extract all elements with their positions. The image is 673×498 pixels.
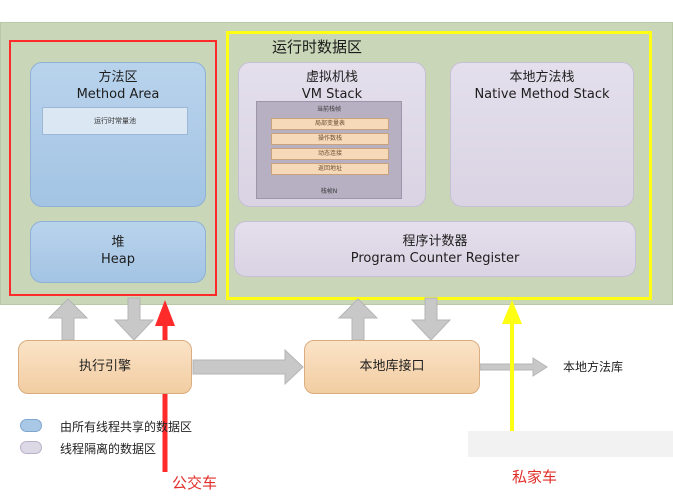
legend-shared-swatch — [20, 419, 42, 432]
heap-title-en: Heap — [101, 252, 135, 267]
frame-row-local-vars: 局部变量表 — [271, 118, 389, 130]
native-stack-title-cn: 本地方法栈 — [509, 70, 575, 85]
private-area-highlight — [226, 31, 652, 300]
up-arrow-icon — [337, 298, 379, 341]
native-method-stack: 本地方法栈 Native Method Stack — [450, 62, 634, 207]
shared-area-highlight — [9, 40, 217, 296]
method-area: 方法区 Method Area 运行时常量池 — [30, 62, 206, 207]
runtime-title: 运行时数据区 — [272, 38, 363, 56]
vm-stack-title-en: VM Stack — [301, 87, 363, 102]
runtime-constant-pool: 运行时常量池 — [42, 107, 188, 135]
up-arrow-icon — [47, 298, 89, 341]
current-frame-label: 当前栈帧 — [316, 106, 341, 113]
right-arrow-icon — [192, 348, 304, 386]
native-method-library: 本地方法库 — [563, 360, 624, 374]
down-arrow-icon — [410, 297, 452, 341]
frame-row-operand-stack: 操作数栈 — [271, 133, 389, 145]
frame-n-label: 栈帧N — [320, 188, 338, 195]
method-area-title-cn: 方法区 — [98, 70, 138, 85]
runtime-constant-pool-label: 运行时常量池 — [94, 117, 136, 125]
method-area-title-en: Method Area — [76, 87, 160, 102]
pc-title-en: Program Counter Register — [350, 251, 520, 266]
down-arrow-icon — [113, 297, 155, 341]
annotation-private-car: 私家车 — [512, 468, 558, 486]
execution-engine: 执行引擎 — [18, 340, 192, 394]
heap-title-cn: 堆 — [111, 235, 125, 250]
vm-stack-title-cn: 虚拟机栈 — [305, 70, 358, 85]
heap: 堆 Heap — [30, 221, 206, 283]
annotation-bus: 公交车 — [172, 474, 218, 492]
legend-isolated-label: 线程隔离的数据区 — [60, 442, 157, 456]
native-stack-title-en: Native Method Stack — [474, 87, 610, 102]
background-band — [468, 431, 673, 457]
frame-row-return-address: 返回地址 — [271, 163, 389, 175]
execution-engine-label: 执行引擎 — [78, 359, 131, 374]
program-counter-register: 程序计数器 Program Counter Register — [234, 221, 636, 277]
native-library-interface: 本地库接口 — [304, 340, 480, 394]
frame-row-dynamic-link: 动态连接 — [271, 148, 389, 160]
yellow-pointer-arrow — [502, 300, 522, 452]
native-interface-label: 本地库接口 — [359, 359, 425, 374]
legend-shared-label: 由所有线程共享的数据区 — [60, 420, 193, 434]
legend-isolated-swatch — [20, 441, 42, 454]
stack-frames: 当前栈帧 局部变量表 操作数栈 动态连接 返回地址 栈帧N — [256, 101, 402, 199]
pc-title-cn: 程序计数器 — [402, 234, 468, 249]
